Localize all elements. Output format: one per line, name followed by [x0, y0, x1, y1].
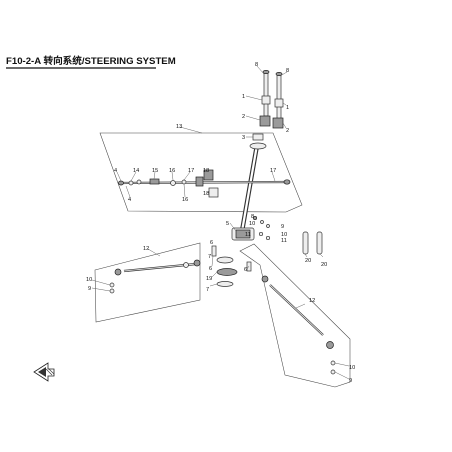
nut-9-left: [109, 288, 115, 294]
washer-7: [216, 281, 234, 287]
tie-rod-end-left: [114, 268, 122, 276]
callout-8: 8: [286, 68, 289, 74]
callout-10: 10: [86, 277, 92, 283]
callout-5: 5: [226, 221, 229, 227]
bolt-8-small: [252, 215, 258, 221]
bushing-1-right: [274, 98, 284, 108]
bracket-18-lower: [208, 187, 219, 198]
callout-9: 9: [349, 378, 352, 384]
nut-14: [128, 180, 134, 186]
bolt-11b: [265, 235, 271, 241]
callout-13: 13: [176, 124, 182, 130]
grommet-16: [170, 180, 176, 186]
arm-20-left: [302, 231, 309, 255]
leader-lines: [91, 65, 350, 380]
washer-6: [216, 256, 234, 264]
outline-13: [99, 132, 303, 213]
callout-1: 1: [286, 105, 289, 111]
callout-9: 9: [281, 224, 284, 230]
bracket-18: [203, 169, 214, 181]
pin-6-left: [211, 245, 217, 257]
callout-18: 18: [203, 191, 209, 197]
callout-6: 6: [244, 267, 247, 273]
steering-collar: [249, 142, 267, 150]
callout-4: 4: [128, 197, 131, 203]
callout-10: 10: [249, 221, 255, 227]
callout-14: 14: [133, 168, 139, 174]
block-17: [195, 176, 204, 187]
callout-15: 15: [152, 168, 158, 174]
washer-14: [136, 179, 142, 185]
callout-8: 8: [251, 214, 254, 220]
callout-7: 7: [206, 287, 209, 293]
link-rod-end-right: [283, 179, 291, 185]
callout-10: 10: [281, 232, 287, 238]
tie-rod-right-highlight: [269, 284, 324, 336]
tie-rod-right-ball: [261, 275, 269, 283]
callout-2: 2: [242, 114, 245, 120]
nut-9-right: [330, 369, 336, 375]
arm-20-right: [316, 231, 323, 255]
tie-rod-end-right: [326, 341, 334, 349]
callout-2: 2: [286, 128, 289, 134]
callout-11: 11: [245, 232, 251, 238]
callout-8: 8: [255, 62, 258, 68]
clip-15: [149, 178, 160, 185]
callout-16: 16: [169, 168, 175, 174]
outline-12-right: [239, 243, 351, 388]
bearing-3: [252, 133, 264, 141]
tie-rod-left-ball: [193, 259, 201, 267]
callout-12: 12: [143, 246, 149, 252]
callout-6: 6: [209, 266, 212, 272]
callout-labels: 8 8 1 1 2 2 3 13 4 4 14 15 16 16 17 17 1…: [86, 62, 355, 384]
callout-17: 17: [270, 168, 276, 174]
bolt-8-left: [263, 71, 269, 117]
nut-17: [181, 179, 187, 185]
callout-16: 16: [182, 197, 188, 203]
steering-shaft-inner: [239, 144, 259, 238]
callout-7: 7: [208, 254, 211, 260]
callout-20: 20: [305, 258, 311, 264]
column-housing-core: [235, 229, 251, 239]
callout-4: 4: [114, 168, 117, 174]
callout-10: 10: [349, 365, 355, 371]
clamp-2-left: [259, 115, 271, 127]
nut-9: [266, 224, 270, 228]
callout-6: 6: [210, 240, 213, 246]
link-rod-highlight: [119, 181, 289, 184]
bolt-11a: [258, 231, 264, 237]
washer-10: [260, 220, 264, 224]
callout-3: 3: [242, 135, 245, 141]
callout-18: 18: [203, 168, 209, 174]
callout-9: 9: [88, 286, 91, 292]
callout-17: 17: [188, 168, 194, 174]
front-arrow-icon: [33, 362, 55, 382]
bolt-head-left: [262, 70, 270, 74]
washer-10-right: [330, 360, 336, 366]
callout-12: 12: [309, 298, 315, 304]
tie-rod-left-nut: [183, 262, 189, 268]
link-rod-end-left: [118, 180, 124, 186]
arm-19: [216, 268, 238, 276]
callout-11: 11: [281, 238, 287, 244]
callout-20: 20: [321, 262, 327, 268]
washer-10-left: [109, 282, 115, 288]
pin-6-right: [246, 261, 252, 272]
callout-19: 19: [206, 276, 212, 282]
bolt-8-right: [276, 73, 282, 121]
bolt-head-right: [275, 72, 283, 76]
callout-1: 1: [242, 94, 245, 100]
clamp-2-right: [272, 117, 284, 129]
outline-12-left: [94, 242, 201, 323]
bushing-1-left: [261, 95, 271, 105]
page-title: F10-2-A 转向系统/STEERING SYSTEM: [6, 55, 176, 67]
